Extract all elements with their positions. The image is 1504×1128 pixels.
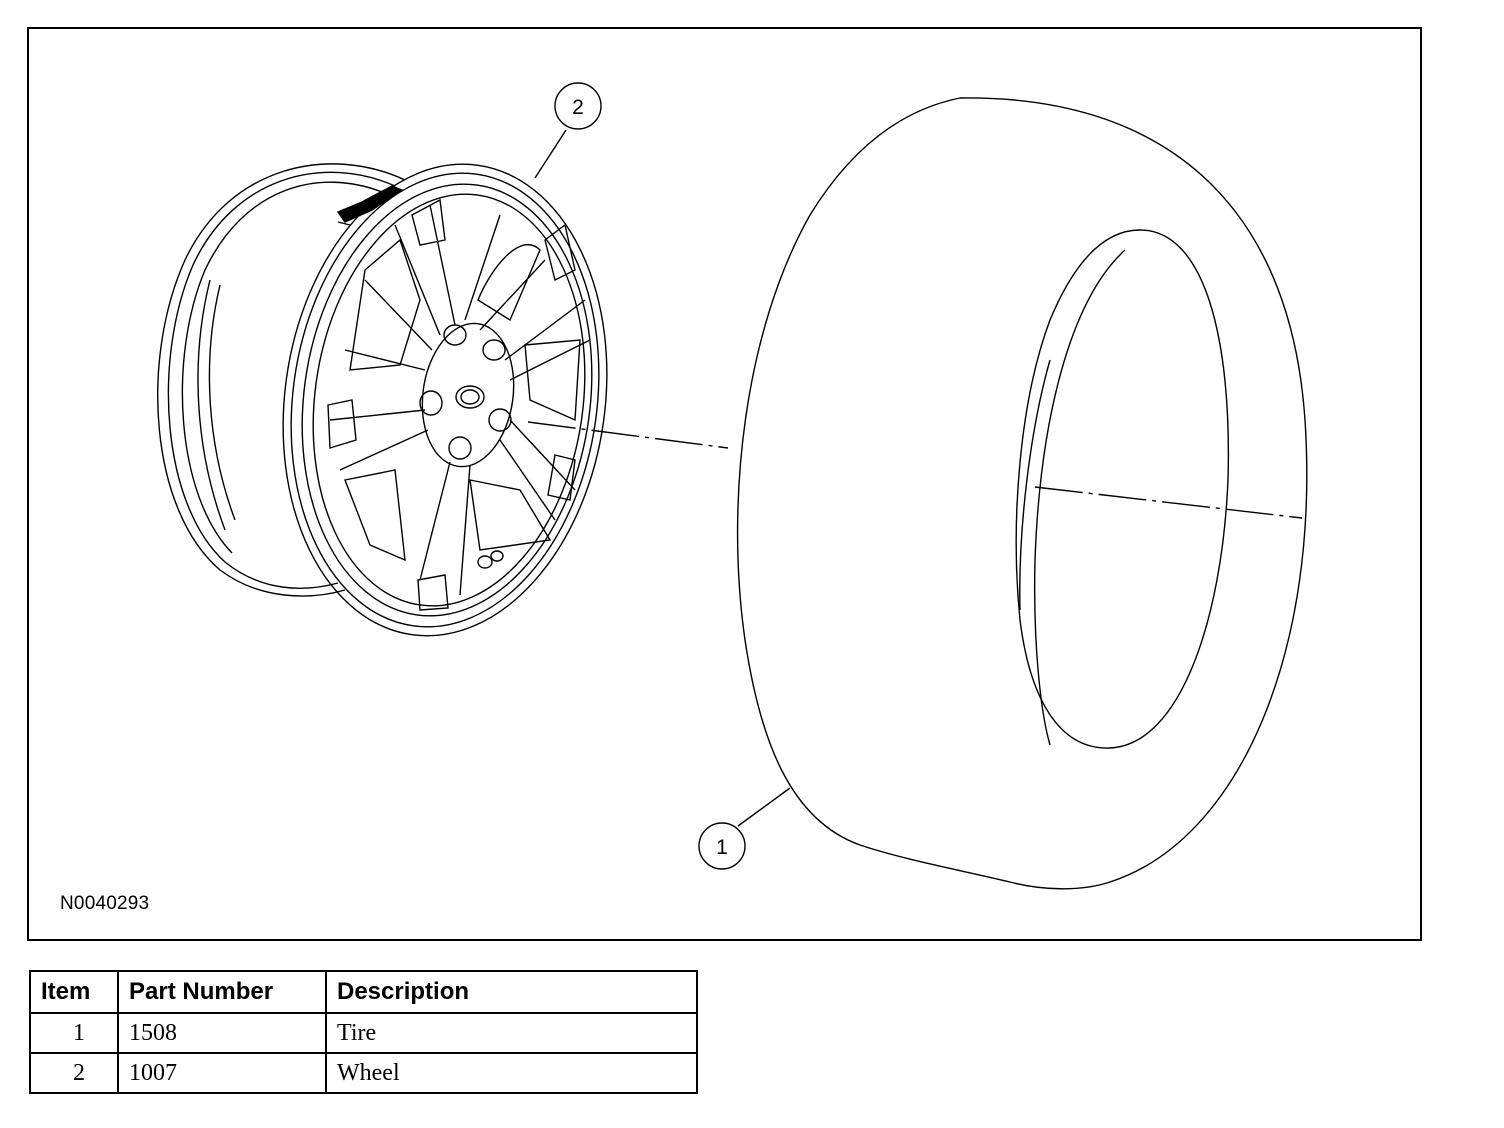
header-part-number: Part Number xyxy=(117,970,327,1014)
tire-drawing xyxy=(736,97,1308,890)
callout-2-leader xyxy=(534,129,567,179)
table-header-row: Item Part Number Description xyxy=(29,970,698,1014)
callout-2-label: 2 xyxy=(572,96,584,119)
cell-part-number: 1508 xyxy=(117,1012,327,1054)
callout-1-leader xyxy=(737,787,791,827)
wheel-drawing xyxy=(157,163,608,637)
callout-2-circle xyxy=(554,82,602,130)
cell-description: Tire xyxy=(325,1012,698,1054)
table-row: 1 1508 Tire xyxy=(29,1012,698,1054)
header-description: Description xyxy=(325,970,698,1014)
figure-id-label: N0040293 xyxy=(60,893,150,914)
cell-item: 1 xyxy=(29,1012,119,1054)
parts-table: Item Part Number Description 1 1508 Tire… xyxy=(29,970,698,1094)
axle-centerline xyxy=(527,421,1303,519)
cell-item: 2 xyxy=(29,1052,119,1094)
callout-1-label: 1 xyxy=(716,836,728,859)
cell-part-number: 1007 xyxy=(117,1052,327,1094)
callout-1-circle xyxy=(698,822,746,870)
cell-description: Wheel xyxy=(325,1052,698,1094)
header-item: Item xyxy=(29,970,119,1014)
table-row: 2 1007 Wheel xyxy=(29,1052,698,1094)
figure-frame xyxy=(27,27,1422,941)
